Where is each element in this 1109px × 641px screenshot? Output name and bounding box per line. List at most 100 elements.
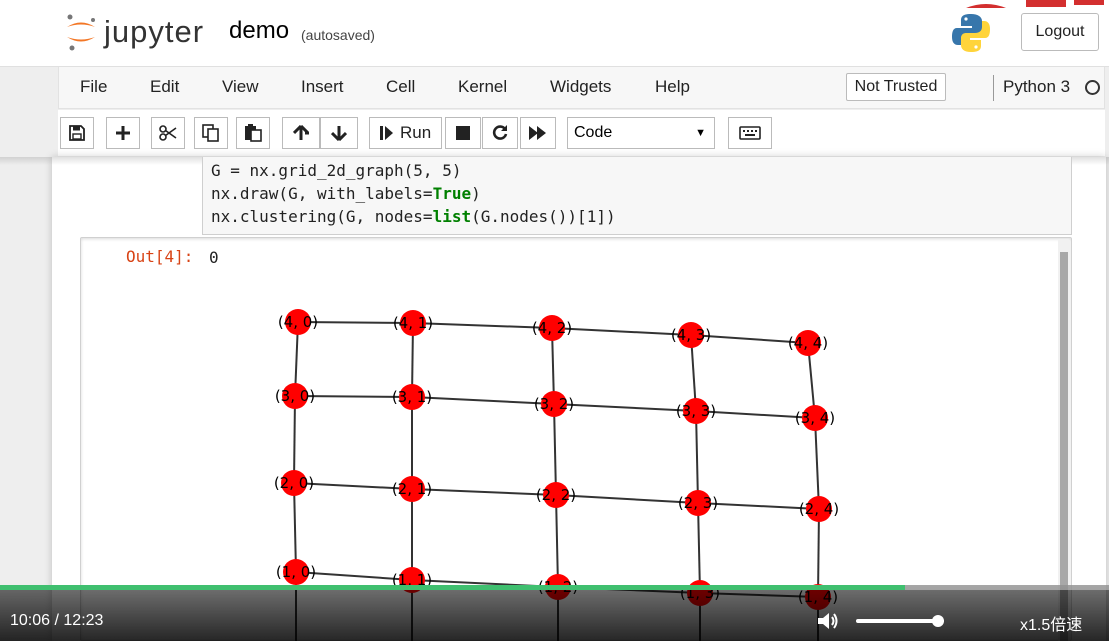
graph-edge xyxy=(297,321,414,324)
graph-node xyxy=(400,310,426,336)
menu-widgets[interactable]: Widgets xyxy=(550,77,612,96)
copy-button[interactable] xyxy=(194,117,228,149)
playback-speed-button[interactable]: x1.5倍速 xyxy=(1020,617,1083,634)
autosave-status: (autosaved) xyxy=(301,27,375,43)
graph-node xyxy=(685,490,711,516)
output-scrollbar-thumb[interactable] xyxy=(1060,252,1068,641)
interrupt-button[interactable] xyxy=(445,117,481,149)
graph-edge xyxy=(294,395,413,398)
video-player-controls xyxy=(0,585,1109,641)
menu-edit[interactable]: Edit xyxy=(150,77,180,96)
jupyter-logo-text[interactable]: jupyter xyxy=(104,14,205,49)
cut-icon xyxy=(159,125,177,141)
graph-node-label: (2, 3) xyxy=(678,494,718,512)
graph-node-label: (2, 1) xyxy=(392,480,432,498)
output-value: 0 xyxy=(209,248,219,267)
volume-slider-track[interactable] xyxy=(856,619,944,623)
stop-icon xyxy=(456,126,470,140)
certified-badge-icon xyxy=(966,0,1104,8)
graph-edge xyxy=(690,334,809,344)
code-line-1: G = nx.grid_2d_graph(5, 5) xyxy=(211,161,462,180)
kernel-idle-indicator-icon xyxy=(1085,80,1100,95)
graph-edge xyxy=(551,327,692,336)
plus-icon xyxy=(116,126,130,140)
command-palette-button[interactable] xyxy=(728,117,772,149)
graph-node xyxy=(678,322,704,348)
graph-node-label: (3, 3) xyxy=(676,402,716,420)
volume-slider-handle[interactable] xyxy=(931,615,944,627)
arrow-up-icon xyxy=(293,125,309,140)
move-down-button[interactable] xyxy=(320,117,358,149)
kernel-separator xyxy=(993,75,994,101)
graph-edge xyxy=(293,482,297,573)
graph-node-label: (2, 4) xyxy=(799,500,839,518)
menu-help[interactable]: Help xyxy=(655,77,690,96)
output-prompt: Out[4]: xyxy=(126,247,194,266)
menu-bar: File Edit View Insert Cell Kernel Widget… xyxy=(58,67,1105,109)
cell-type-select[interactable]: Code ▼ xyxy=(567,117,715,149)
restart-button[interactable] xyxy=(482,117,518,149)
graph-edge xyxy=(412,322,553,329)
cut-button[interactable] xyxy=(151,117,185,149)
move-up-button[interactable] xyxy=(282,117,320,149)
current-time: 10:06 xyxy=(10,612,51,629)
graph-node-label: (4, 4) xyxy=(788,334,828,352)
kernel-name[interactable]: Python 3 xyxy=(1003,77,1071,96)
graph-node xyxy=(283,559,309,585)
graph-edge xyxy=(293,482,413,490)
graph-node-label: (1, 1) xyxy=(392,571,432,589)
copy-icon xyxy=(202,124,219,142)
graph-node-label: (4, 1) xyxy=(393,314,433,332)
graph-node xyxy=(285,309,311,335)
graph-node-label: (4, 3) xyxy=(671,326,711,344)
graph-node xyxy=(281,470,307,496)
graph-edge xyxy=(295,571,413,581)
graph-edge xyxy=(293,395,296,484)
graph-edge xyxy=(695,410,699,504)
graph-node xyxy=(399,476,425,502)
restart-run-all-button[interactable] xyxy=(520,117,556,149)
notebook-toolbar: Run Code ▼ xyxy=(58,110,1105,156)
graph-node-label: (3, 1) xyxy=(392,388,432,406)
graph-edge xyxy=(697,502,820,510)
graph-node xyxy=(541,391,567,417)
grid-graph-plot: (4, 0)(4, 1)(4, 2)(4, 3)(4, 4)(3, 0)(3, … xyxy=(274,309,839,641)
graph-node xyxy=(539,315,565,341)
graph-edge xyxy=(411,396,555,405)
run-label: Run xyxy=(400,123,432,142)
paste-icon xyxy=(245,124,262,142)
menu-file[interactable]: File xyxy=(80,77,108,96)
paste-button[interactable] xyxy=(236,117,270,149)
graph-node-label: (2, 0) xyxy=(274,474,314,492)
cell-type-value: Code xyxy=(574,124,613,141)
keyboard-icon xyxy=(739,126,761,140)
menu-view[interactable]: View xyxy=(222,77,259,96)
total-time: 12:23 xyxy=(63,612,104,629)
run-button[interactable]: Run xyxy=(369,117,442,149)
arrow-down-icon xyxy=(331,126,347,141)
run-icon xyxy=(380,126,393,140)
notebook-header: jupyter demo (autosaved) Logout xyxy=(0,0,1109,67)
restart-icon xyxy=(492,125,508,140)
graph-node-label: (4, 2) xyxy=(532,319,572,337)
graph-node xyxy=(282,383,308,409)
graph-node xyxy=(399,384,425,410)
insert-cell-button[interactable] xyxy=(106,117,140,149)
graph-node-label: (3, 4) xyxy=(795,409,835,427)
volume-icon[interactable] xyxy=(816,610,840,632)
graph-node-label: (2, 2) xyxy=(536,486,576,504)
logout-button[interactable]: Logout xyxy=(1021,13,1099,51)
code-cell-input[interactable]: G = nx.grid_2d_graph(5, 5) nx.draw(G, wi… xyxy=(202,157,1072,235)
notebook-name[interactable]: demo xyxy=(229,17,290,44)
menu-kernel[interactable]: Kernel xyxy=(458,77,508,96)
menu-insert[interactable]: Insert xyxy=(301,77,344,96)
graph-edge xyxy=(697,502,701,594)
graph-edge xyxy=(553,403,557,496)
save-button[interactable] xyxy=(60,117,94,149)
graph-edge xyxy=(817,508,820,598)
graph-node xyxy=(802,405,828,431)
not-trusted-button[interactable]: Not Trusted xyxy=(846,73,946,101)
menu-cell[interactable]: Cell xyxy=(386,77,416,96)
code-line-2: nx.draw(G, with_labels=True) xyxy=(211,184,481,203)
fast-forward-icon xyxy=(529,126,546,140)
